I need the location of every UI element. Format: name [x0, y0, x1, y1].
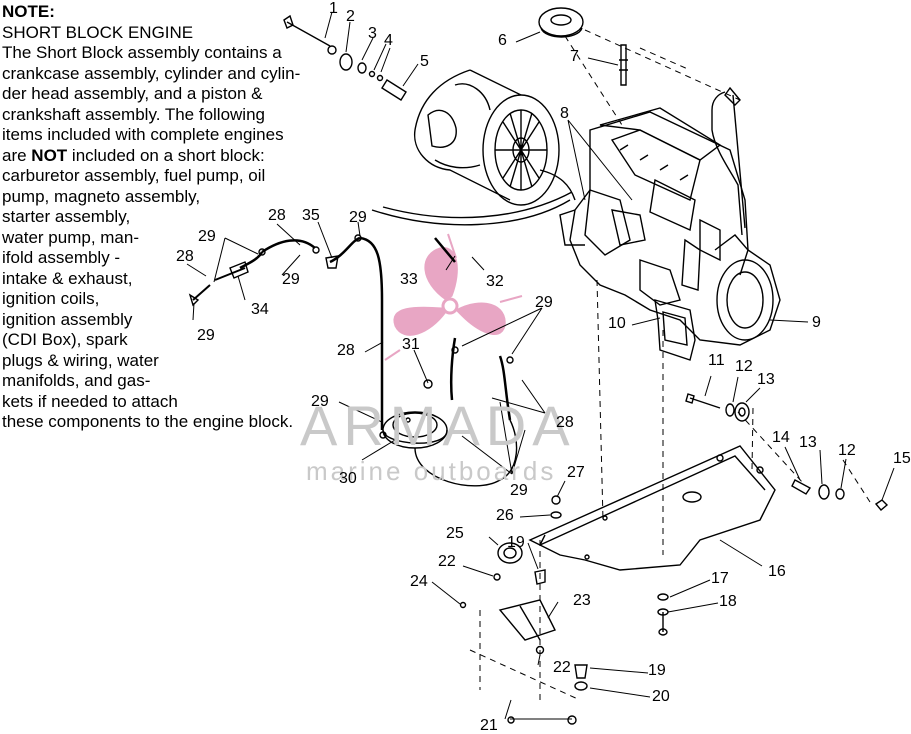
callout-c7: 7 — [570, 48, 579, 65]
note-line: plugs & wiring, water — [2, 350, 159, 370]
callout-c19a: 19 — [507, 534, 525, 551]
note-line: items included with complete engines — [2, 125, 284, 144]
callout-c27: 27 — [567, 464, 585, 481]
callout-c17: 17 — [711, 570, 729, 587]
callout-c29b: 29 — [349, 209, 367, 226]
recoil-starter-assembly — [413, 69, 560, 206]
note-line: (CDI Box), spark — [2, 330, 128, 349]
callout-c10: 10 — [608, 315, 626, 332]
note-line: ignition assembly — [2, 309, 133, 329]
callout-c13b: 13 — [799, 434, 817, 451]
filler-cap — [538, 7, 584, 38]
callout-c20: 20 — [652, 688, 670, 705]
callout-c3: 3 — [368, 25, 377, 42]
plate-fasteners — [459, 495, 669, 725]
control-cables — [371, 169, 576, 226]
callout-c4: 4 — [384, 32, 393, 49]
callout-c24: 24 — [410, 573, 428, 590]
note-line: SHORT BLOCK ENGINE — [2, 22, 194, 42]
callout-c33: 33 — [400, 271, 418, 288]
engine-block — [559, 107, 781, 346]
note-line: crankshaft assembly. The following — [2, 104, 265, 124]
callout-c12b: 12 — [838, 442, 856, 459]
callout-c23: 23 — [573, 592, 591, 609]
callout-c32: 32 — [486, 273, 504, 290]
tank-bracket — [498, 599, 556, 641]
callout-c34: 34 — [251, 301, 269, 318]
fuel-filter — [423, 379, 433, 389]
note-line: pump, magneto assembly, — [2, 186, 201, 206]
note-line: are NOT included on a short block: — [2, 145, 265, 165]
callout-leaders — [186, 11, 895, 720]
callout-c12a: 12 — [735, 358, 753, 375]
callout-c8: 8 — [560, 105, 569, 122]
callout-c22a: 22 — [438, 553, 456, 570]
callout-c25: 25 — [446, 525, 464, 542]
callout-c21: 21 — [480, 717, 498, 734]
fuel-lines — [239, 236, 512, 430]
spark-plug-wire — [711, 86, 746, 236]
callout-c1: 1 — [329, 0, 338, 17]
callout-c19b: 19 — [648, 662, 666, 679]
callout-c29e: 29 — [535, 294, 553, 311]
callout-c14: 14 — [772, 429, 790, 446]
callout-c13a: 13 — [757, 371, 775, 388]
starter-bolt-and-spacers — [283, 14, 407, 101]
callout-c28d: 28 — [556, 414, 574, 431]
callout-c6: 6 — [498, 32, 507, 49]
engine-mounting-plate — [528, 445, 776, 571]
note-line: der head assembly, and a piston & — [2, 84, 263, 103]
callout-c29c: 29 — [282, 271, 300, 288]
leader-lines — [469, 29, 871, 701]
note-line: ignition coils, — [2, 289, 100, 308]
callout-c30: 30 — [339, 470, 357, 487]
watermark-brand-name: ARMADA — [300, 394, 576, 457]
mounting-bracket — [654, 299, 696, 361]
callout-c26: 26 — [496, 507, 514, 524]
callout-c31: 31 — [402, 336, 420, 353]
callout-c15: 15 — [893, 450, 911, 467]
pulse-line — [414, 419, 518, 487]
note-line: water pump, man- — [2, 227, 139, 247]
callout-c9: 9 — [812, 314, 821, 331]
note-line: manifolds, and gas- — [2, 371, 151, 390]
callout-c29f: 29 — [311, 393, 329, 410]
callout-c16: 16 — [768, 563, 786, 580]
callout-c11: 11 — [708, 352, 725, 369]
callout-c28a: 28 — [268, 207, 286, 224]
callout-c18: 18 — [719, 593, 737, 610]
note-title: NOTE: — [2, 2, 55, 21]
engine-mount-hardware — [685, 393, 889, 511]
note-line: ifold assembly - — [2, 248, 121, 267]
callout-c5: 5 — [420, 53, 429, 70]
callout-c29g: 29 — [510, 482, 528, 499]
watermark-propeller-logo — [384, 233, 523, 361]
note-line: crankcase assembly, cylinder and cylin- — [2, 63, 301, 83]
callout-c28c: 28 — [337, 342, 355, 359]
callout-c29d: 29 — [197, 327, 215, 344]
fuel-pump — [382, 411, 448, 449]
callout-c2: 2 — [346, 8, 355, 25]
choke-cable-end — [434, 237, 456, 263]
callout-c28b: 28 — [176, 248, 194, 265]
callout-c29a: 29 — [198, 228, 216, 245]
watermark-tagline: marine outboards — [306, 456, 557, 486]
oil-tank-cap — [497, 542, 523, 564]
callout-c22b: 22 — [553, 659, 571, 676]
note-line: intake & exhaust, — [2, 268, 133, 288]
primer-line — [192, 267, 246, 301]
note-line: starter assembly, — [2, 207, 131, 226]
callout-c35: 35 — [302, 207, 320, 224]
note-line: carburetor assembly, fuel pump, oil — [2, 166, 266, 185]
note-line: these components to the engine block. — [2, 412, 294, 431]
note-line: The Short Block assembly contains a — [2, 43, 282, 62]
spark-plug — [619, 44, 628, 86]
note-line: kets if needed to attach — [2, 391, 178, 411]
